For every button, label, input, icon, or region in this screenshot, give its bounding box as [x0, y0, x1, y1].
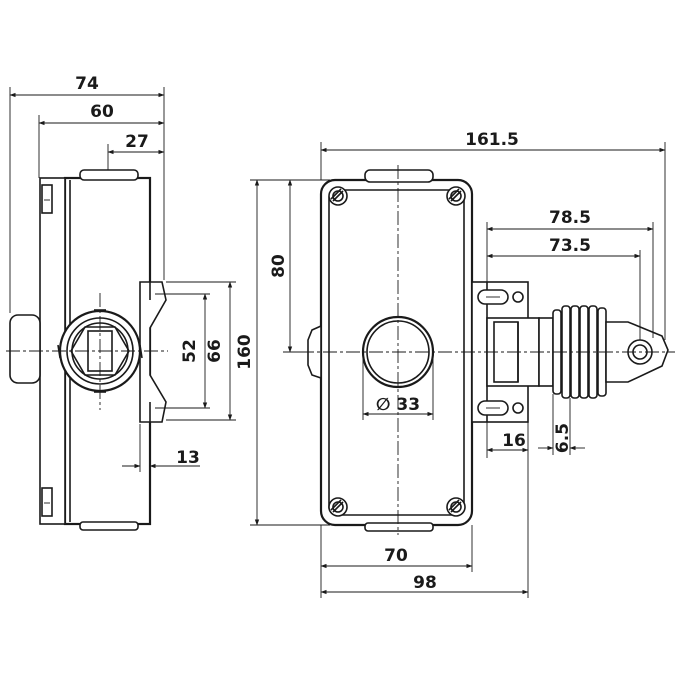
dim-160-label: 160 — [235, 334, 255, 370]
dim-161-5-label: 161.5 — [465, 130, 519, 150]
dim-diameter-label: ∅ 33 — [376, 395, 420, 415]
corner-screw — [328, 186, 348, 206]
dim-70-label: 70 — [384, 546, 408, 566]
side-bottom-cap — [79, 521, 139, 531]
front-view-dimensions: 161.5 78.5 73.5 160 80 ∅ 33 70 98 — [235, 130, 666, 598]
dim-78-5-label: 78.5 — [549, 208, 591, 228]
dim-16-label: 16 — [502, 431, 526, 451]
dim-74-label: 74 — [75, 74, 99, 94]
corner-screw — [446, 497, 466, 517]
side-top-cap — [79, 169, 139, 181]
front-left-nub — [307, 324, 322, 380]
dim-60-label: 60 — [90, 102, 114, 122]
corner-screw — [328, 497, 348, 517]
dim-73-5-label: 73.5 — [549, 236, 591, 256]
dim-27-label: 27 — [125, 132, 149, 152]
side-left-plug — [9, 314, 41, 384]
dim-80-label: 80 — [269, 254, 289, 278]
front-view — [300, 165, 675, 535]
dim-6-5-label: 6.5 — [553, 423, 573, 453]
dim-66-label: 66 — [205, 339, 225, 363]
dim-52-label: 52 — [180, 339, 200, 363]
side-view-dimensions: 74 60 27 52 66 13 — [9, 74, 236, 472]
dim-13-label: 13 — [176, 448, 200, 468]
front-top-cap — [364, 169, 434, 183]
side-view — [6, 169, 168, 531]
dim-98-label: 98 — [413, 573, 437, 593]
corner-screw — [446, 186, 466, 206]
side-right-flange — [139, 281, 167, 423]
front-bottom-cap — [364, 522, 434, 532]
